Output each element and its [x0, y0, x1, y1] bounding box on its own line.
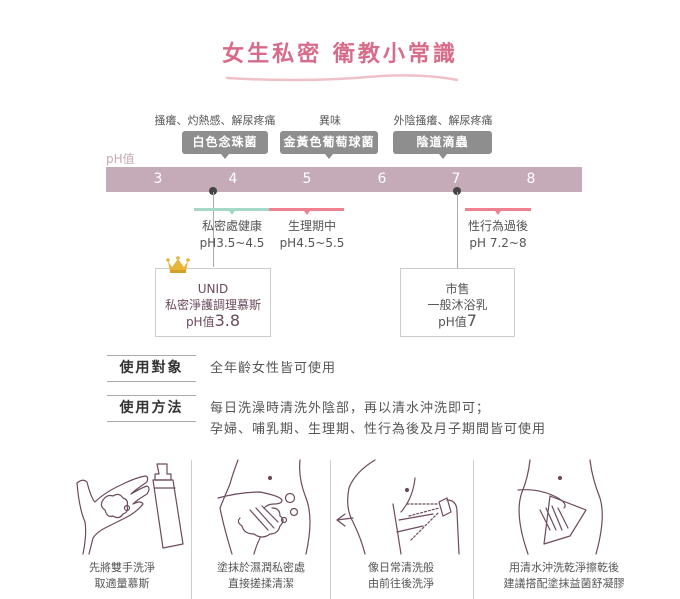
step-2-caption: 塗抹於濕潤私密處 直接搓揉清潔: [195, 560, 327, 592]
leader-line-bodywash: [457, 192, 458, 269]
range-healthy-label: 私密處健康 pH3.5~4.5: [196, 218, 268, 252]
usage-target-heading: 使用對象: [107, 355, 196, 382]
towel-dry-icon: [517, 459, 603, 555]
ph-tick-5: 5: [302, 171, 312, 187]
marker-dot-unid: [209, 187, 217, 195]
step-1-line-1: 先將雙手洗淨: [89, 561, 155, 574]
range-period-title: 生理期中: [287, 219, 336, 233]
range-after-sex-value: pH 7.2~8: [469, 236, 527, 250]
product-unid-name: 私密淨護調理慕斯: [164, 298, 261, 312]
range-after-sex: [465, 208, 531, 215]
infection-tag-candida: 白色念珠菌: [182, 131, 268, 159]
hand-foam-bottle-icon: [76, 463, 184, 555]
usage-target-text: 全年齡女性皆可使用: [210, 361, 337, 376]
range-after-sex-label: 性行為過後 pH 7.2~8: [462, 218, 534, 252]
step-4-line-1: 用清水沖洗乾淨擦乾後: [509, 561, 619, 574]
usage-method-line-2: 孕婦、哺乳期、生理期、性行為後及月子期間皆可使用: [210, 422, 547, 437]
step-2-line-2: 直接搓揉清潔: [228, 577, 294, 590]
ph-scale-bar: [106, 167, 582, 192]
title-swoosh-decoration: [225, 74, 459, 82]
product-unid-ph: pH值3.8: [156, 313, 270, 330]
hand-apply-foam-icon: [217, 459, 311, 555]
range-after-sex-title: 性行為過後: [467, 219, 528, 233]
range-healthy-title: 私密處健康: [201, 219, 262, 233]
product-unid-ph-value: 3.8: [214, 311, 241, 330]
step-1-caption: 先將雙手洗淨 取適量慕斯: [62, 560, 182, 592]
range-period-label: 生理期中 pH4.5~5.5: [277, 218, 347, 252]
usage-method-heading: 使用方法: [107, 395, 196, 422]
ph-axis-label: pH值: [106, 152, 135, 166]
product-bodywash-brand: 市售: [445, 282, 470, 296]
step-3-line-1: 像日常清洗般: [368, 561, 434, 574]
ph-tick-7: 7: [451, 171, 461, 187]
step-4-line-2: 建議搭配塗抹益菌舒凝膠: [503, 577, 625, 590]
step-divider-1: [191, 460, 192, 599]
range-period-value: pH4.5~5.5: [279, 236, 345, 250]
product-unid-ph-prefix: pH值: [185, 315, 215, 329]
product-bodywash-name: 一般沐浴乳: [427, 298, 488, 312]
range-period: [269, 208, 344, 215]
step-1-line-2: 取適量慕斯: [94, 577, 150, 590]
symptom-label-trichomonas: 外陰搔癢、解尿疼痛: [393, 114, 493, 127]
ph-tick-8: 8: [526, 171, 536, 187]
product-bodywash-ph: pH值7: [401, 313, 514, 330]
ph-tick-3: 3: [153, 171, 163, 187]
ph-tick-6: 6: [377, 171, 387, 187]
step-4-caption: 用清水沖洗乾淨擦乾後 建議搭配塗抹益菌舒凝膠: [476, 560, 652, 592]
step-2-line-1: 塗抹於濕潤私密處: [217, 561, 305, 574]
ph-tick-4: 4: [228, 171, 238, 187]
range-healthy: [194, 208, 269, 215]
product-box-unid: UNID 私密淨護調理慕斯 pH值3.8: [155, 268, 271, 337]
crown-icon: [166, 256, 190, 273]
infection-tag-staph: 金黃色葡萄球菌: [280, 131, 378, 159]
step-3-caption: 像日常清洗般 由前往後洗淨: [333, 560, 469, 592]
product-bodywash-ph-prefix: pH值: [438, 315, 467, 329]
step-divider-2: [330, 460, 331, 599]
product-bodywash-ph-value: 7: [466, 311, 477, 330]
step-divider-3: [473, 460, 474, 599]
range-healthy-value: pH3.5~4.5: [199, 236, 265, 250]
leader-line-unid: [213, 192, 214, 267]
symptom-label-candida: 搔癢、灼熱感、解尿疼痛: [154, 114, 276, 127]
symptom-label-staph: 異味: [319, 114, 341, 127]
infection-tag-trichomonas: 陰道滴蟲: [393, 131, 492, 159]
page-title: 女生私密 衛教小常識: [222, 42, 458, 67]
step-3-line-2: 由前往後洗淨: [368, 577, 434, 590]
usage-method-text: 每日洗澡時清洗外陰部，再以清水沖洗即可； 孕婦、哺乳期、生理期、性行為後及月子期…: [210, 398, 546, 440]
marker-dot-bodywash: [453, 187, 461, 195]
shower-rinse-icon: [336, 459, 460, 555]
product-unid-brand: UNID: [197, 282, 229, 296]
usage-method-line-1: 每日洗澡時清洗外陰部，再以清水沖洗即可；: [210, 401, 491, 416]
product-box-bodywash: 市售 一般沐浴乳 pH值7: [400, 268, 515, 337]
